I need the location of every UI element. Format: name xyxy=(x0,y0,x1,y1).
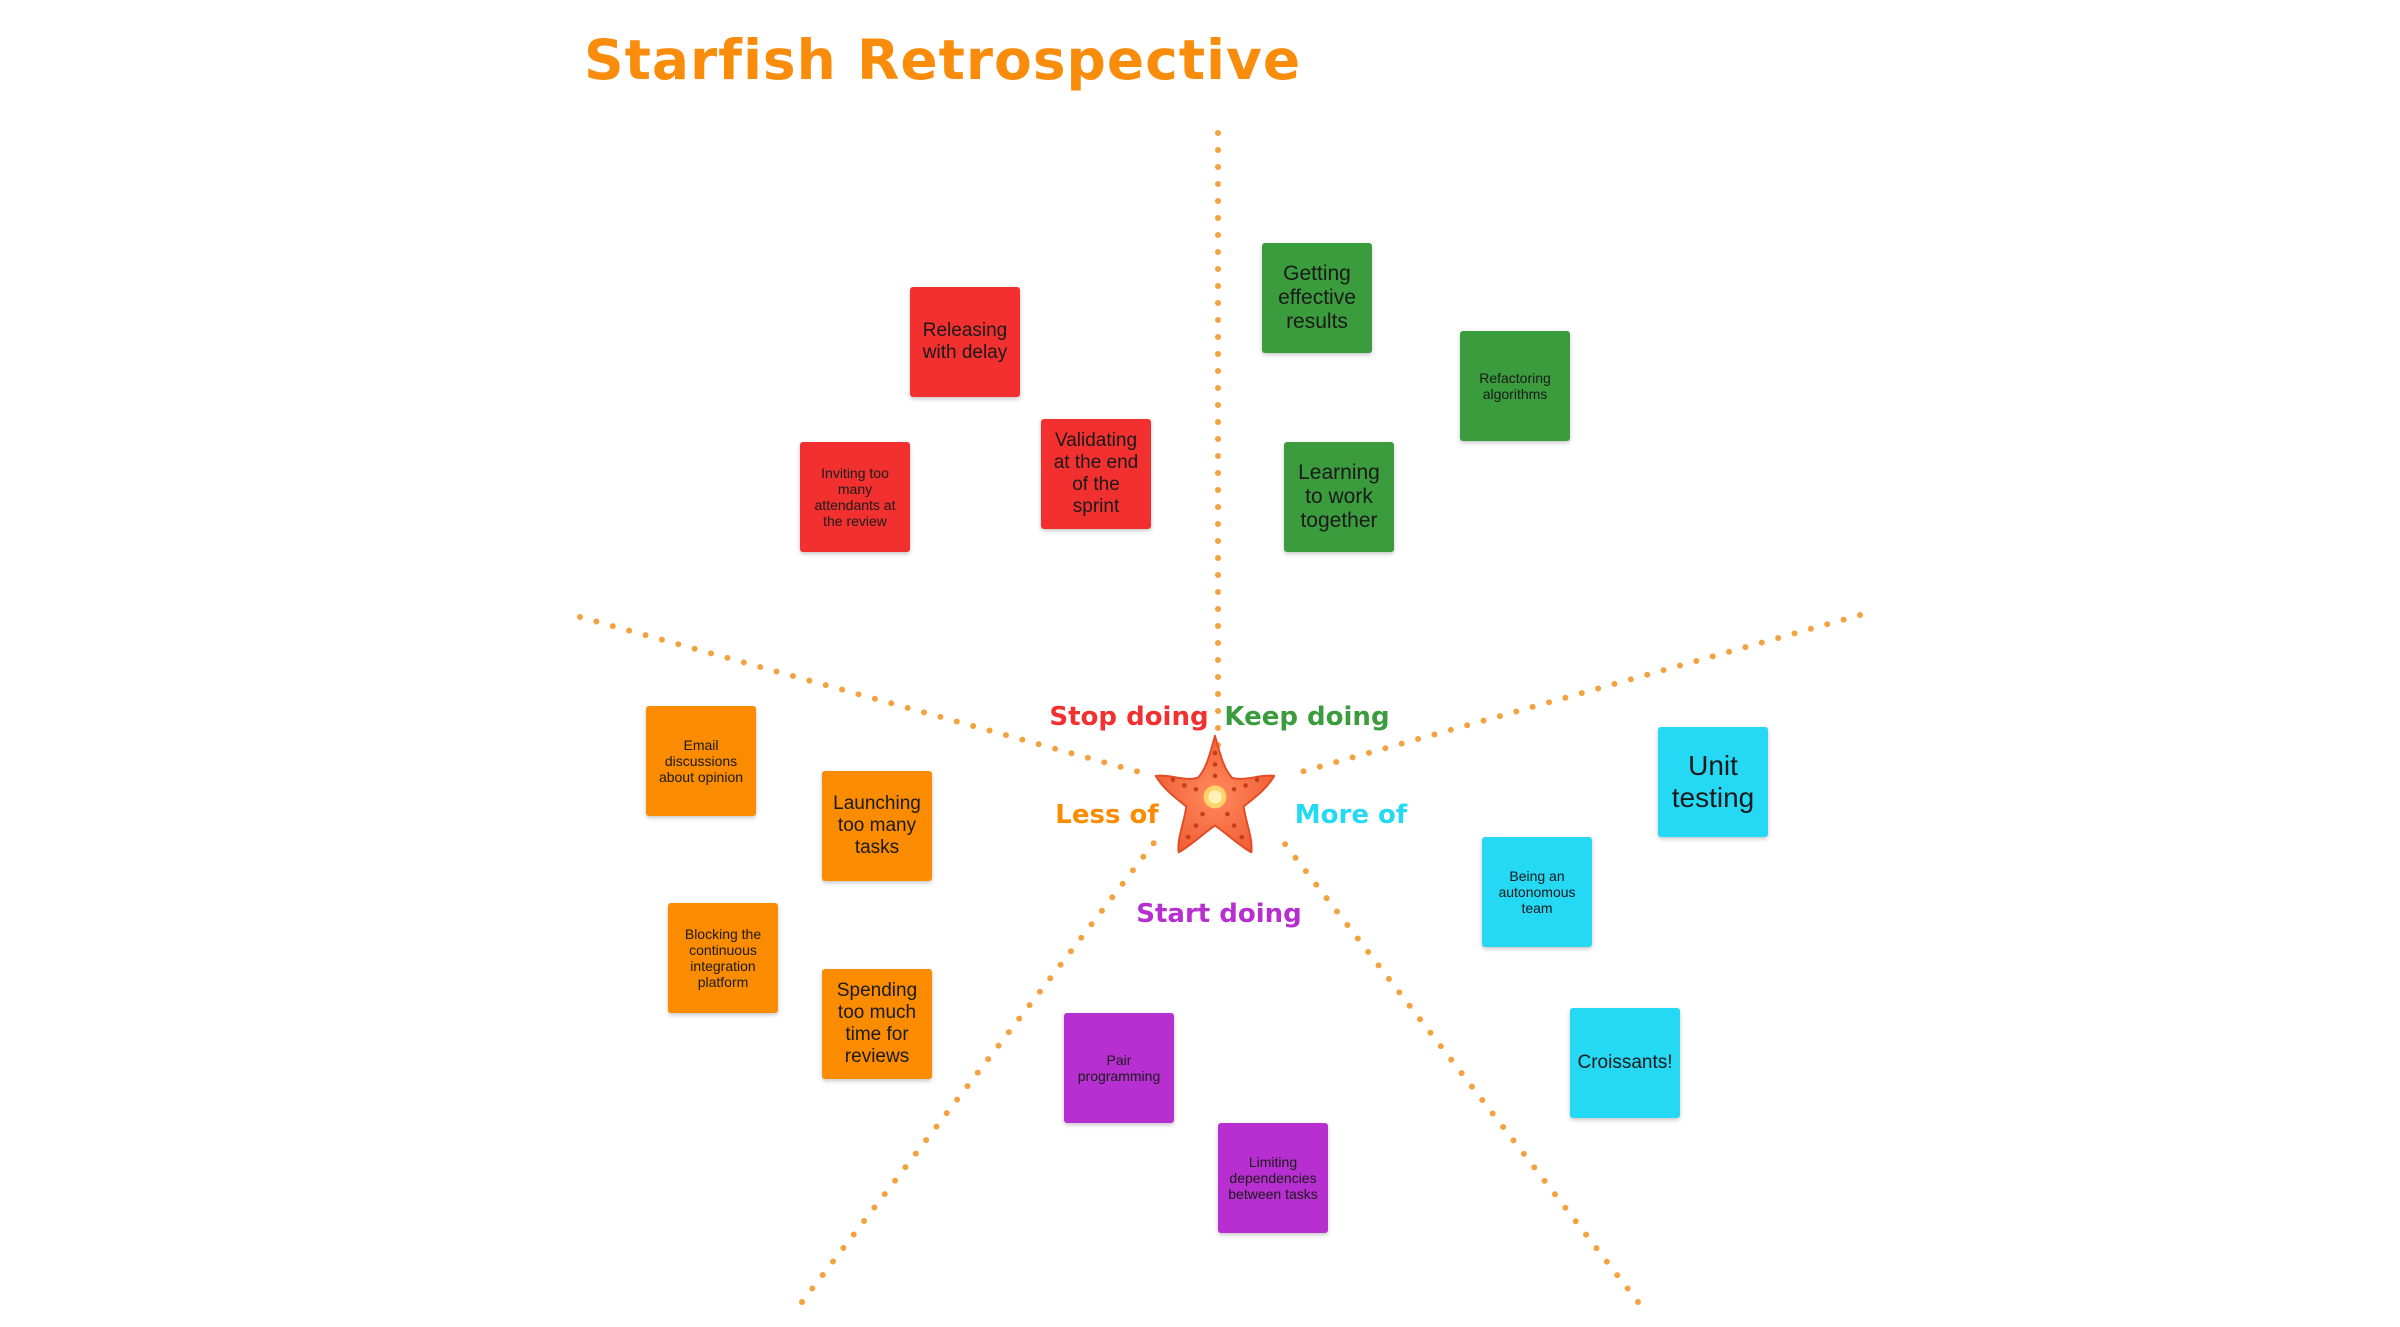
divider-line-left xyxy=(577,614,1153,778)
zone-label-keep: Keep doing xyxy=(1224,702,1390,732)
sticky-note-keep[interactable]: Getting effective results xyxy=(1262,243,1372,353)
sticky-note-text: Getting effective results xyxy=(1278,261,1356,334)
sticky-note-start[interactable]: Limiting dependencies between tasks xyxy=(1218,1123,1328,1233)
sticky-note-more[interactable]: Croissants! xyxy=(1570,1008,1680,1118)
sticky-note-text: Spending too much time for reviews xyxy=(836,980,918,1067)
sticky-note-keep[interactable]: Learning to work together xyxy=(1284,442,1394,552)
board-title: Starfish Retrospective xyxy=(584,28,1302,92)
divider-line-bottom-left xyxy=(799,832,1163,1305)
sticky-note-text: Blocking the continuous integration plat… xyxy=(684,925,762,991)
sticky-note-text: Being an autonomous team xyxy=(1498,867,1576,917)
sticky-note-more[interactable]: Being an autonomous team xyxy=(1482,837,1592,947)
divider-line-bottom-right xyxy=(1275,832,1641,1305)
sticky-note-stop[interactable]: Inviting too many attendants at the revi… xyxy=(800,442,910,552)
sticky-note-text: Pair programming xyxy=(1077,1051,1161,1084)
sticky-note-text: Learning to work together xyxy=(1298,460,1380,533)
sticky-note-stop[interactable]: Validating at the end of the sprint xyxy=(1041,419,1151,529)
sticky-note-keep[interactable]: Refactoring algorithms xyxy=(1460,331,1570,441)
sticky-note-text: Unit testing xyxy=(1671,749,1755,813)
sticky-note-text: Validating at the end of the sprint xyxy=(1053,430,1139,517)
sticky-note-text: Inviting too many attendants at the revi… xyxy=(814,464,896,530)
zone-label-less: Less of xyxy=(1055,800,1159,830)
sticky-note-less[interactable]: Email discussions about opinion xyxy=(646,706,756,816)
sticky-note-text: Releasing with delay xyxy=(922,320,1008,363)
divider-line-right xyxy=(1287,612,1863,778)
sticky-note-less[interactable]: Spending too much time for reviews xyxy=(822,969,932,1079)
sticky-note-text: Limiting dependencies between tasks xyxy=(1228,1153,1318,1203)
zone-label-start: Start doing xyxy=(1136,899,1302,929)
sticky-note-more[interactable]: Unit testing xyxy=(1658,727,1768,837)
sticky-note-text: Launching too many tasks xyxy=(833,793,921,858)
zone-label-stop: Stop doing xyxy=(1049,702,1209,732)
sticky-note-start[interactable]: Pair programming xyxy=(1064,1013,1174,1123)
sticky-note-less[interactable]: Blocking the continuous integration plat… xyxy=(668,903,778,1013)
starfish-icon xyxy=(1154,734,1276,854)
sticky-note-text: Croissants! xyxy=(1577,1052,1673,1074)
zone-label-more: More of xyxy=(1294,800,1408,830)
sticky-note-text: Email discussions about opinion xyxy=(658,736,744,786)
sticky-note-text: Refactoring algorithms xyxy=(1479,369,1551,402)
sticky-note-stop[interactable]: Releasing with delay xyxy=(910,287,1020,397)
sticky-note-less[interactable]: Launching too many tasks xyxy=(822,771,932,881)
